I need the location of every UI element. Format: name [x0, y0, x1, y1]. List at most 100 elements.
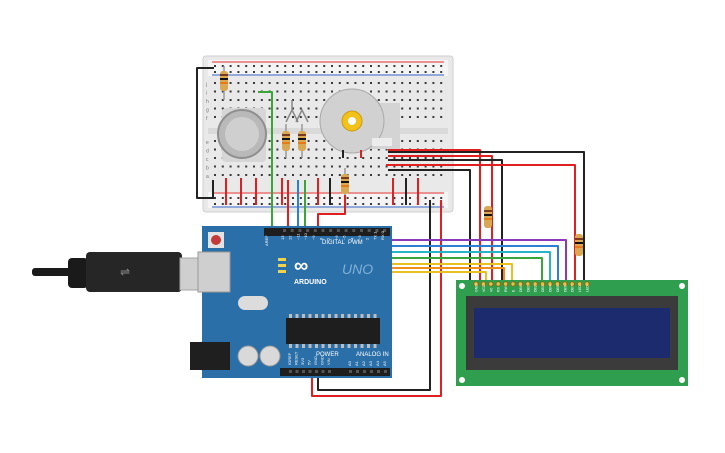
breadboard-hole	[338, 157, 341, 159]
dc-motor-shaft	[348, 117, 356, 125]
wire-cyan-lcd[interactable]	[386, 251, 551, 282]
power-pin-socket[interactable]	[302, 370, 305, 373]
digital-pin-socket[interactable]	[290, 229, 294, 232]
wire-black-lcd-rw[interactable]	[388, 169, 471, 282]
digital-pin-socket[interactable]	[306, 229, 310, 232]
lcd-pin[interactable]	[480, 281, 487, 287]
wire-red-5v[interactable]	[311, 200, 442, 397]
lcd-pin[interactable]	[510, 281, 516, 287]
wire-yellow-lcd[interactable]	[374, 263, 513, 282]
power-pin-socket[interactable]	[308, 370, 312, 373]
gas-sensor[interactable]	[217, 108, 267, 162]
chip-pin	[289, 314, 292, 318]
digital-pin-socket[interactable]	[321, 229, 325, 232]
digital-pin-socket[interactable]	[360, 229, 363, 232]
digital-pin-socket[interactable]	[298, 229, 302, 232]
breadboard-hole	[292, 82, 294, 84]
digital-pin-label: ~11	[295, 233, 300, 240]
lcd-pin-label: RW	[504, 286, 508, 292]
lcd-pin[interactable]	[539, 281, 546, 287]
resistor-r4[interactable]	[341, 168, 349, 200]
wire-green-lcd[interactable]	[380, 257, 543, 282]
transistor[interactable]	[285, 100, 309, 123]
wire-black-lcd-gnd[interactable]	[388, 159, 503, 282]
digital-pin-socket[interactable]	[352, 229, 356, 232]
digital-pin-socket[interactable]	[329, 229, 333, 232]
breadboard-hole	[440, 157, 443, 159]
wire-black-gnd[interactable]	[317, 200, 431, 391]
lcd-pin[interactable]	[584, 281, 590, 287]
resistor-r4-band-2	[341, 181, 349, 183]
breadboard-hole	[362, 197, 365, 199]
breadboard-hole	[424, 140, 427, 142]
lcd-pin[interactable]	[576, 281, 583, 287]
analog-pin-socket[interactable]	[349, 370, 352, 373]
digital-pin-socket[interactable]	[313, 229, 317, 232]
wire-red-lcd-vcc[interactable]	[388, 149, 481, 282]
breadboard-hole	[416, 99, 419, 101]
power-pin-socket[interactable]	[289, 370, 292, 373]
lcd-pin[interactable]	[532, 281, 538, 287]
analog-pin-socket[interactable]	[356, 370, 359, 373]
lcd-hole-tr	[679, 283, 685, 289]
lcd-pin[interactable]	[473, 281, 479, 287]
analog-pin-socket[interactable]	[370, 370, 373, 373]
diode[interactable]	[372, 138, 392, 146]
resistor-lcd-1[interactable]	[484, 206, 492, 228]
breadboard-hole	[268, 65, 271, 67]
digital-pin-socket[interactable]	[367, 229, 371, 232]
resistor-r1[interactable]	[220, 66, 228, 100]
breadboard-hole	[315, 174, 318, 176]
analog-pin-socket[interactable]	[384, 370, 387, 373]
resistor-r3[interactable]	[298, 124, 306, 158]
digital-pin-socket[interactable]	[375, 229, 379, 232]
breadboard-hole	[214, 140, 216, 142]
lcd-pin[interactable]	[517, 281, 524, 287]
wire-purple-lcd[interactable]	[392, 239, 567, 282]
lcd-pin-label: LED	[586, 285, 590, 292]
lcd-pin[interactable]	[554, 281, 561, 287]
breadboard-hole	[214, 71, 216, 73]
lcd-pin[interactable]	[569, 281, 575, 287]
power-pin-socket[interactable]	[321, 370, 325, 373]
usb-cable[interactable]: ⇌	[32, 252, 215, 292]
resistor-r2[interactable]	[282, 124, 290, 158]
lcd-pin[interactable]	[562, 281, 568, 287]
resistor-lcd-2[interactable]	[575, 234, 583, 256]
breadboard-hole	[253, 174, 255, 176]
lcd-hole-br	[679, 377, 685, 383]
lcd-pin[interactable]	[502, 281, 509, 287]
breadboard-hole	[440, 174, 443, 176]
breadboard-hole	[432, 99, 435, 101]
digital-pin-socket[interactable]	[336, 229, 340, 232]
digital-pin-socket[interactable]	[383, 229, 387, 232]
breadboard-hole	[385, 174, 388, 176]
lcd-pin[interactable]	[525, 281, 531, 287]
analog-pin-socket[interactable]	[363, 370, 366, 373]
lcd-pin[interactable]	[495, 281, 501, 287]
breadboard-hole	[416, 140, 419, 142]
digital-pin-socket[interactable]	[283, 229, 286, 232]
breadboard-hole	[440, 90, 443, 93]
power-pin-socket[interactable]	[328, 370, 331, 373]
power-pin-socket[interactable]	[315, 370, 318, 373]
wire-blue-lcd[interactable]	[392, 245, 559, 282]
breadboard-hole	[377, 174, 380, 176]
wire-red-motor[interactable]	[317, 195, 346, 226]
breadboard-hole	[245, 174, 248, 176]
wire-black-left-loop[interactable]	[196, 67, 214, 199]
digital-pin-socket[interactable]	[344, 229, 348, 232]
breadboard-hole	[323, 157, 326, 159]
breadboard-hole	[245, 165, 248, 168]
wire-black-lcd-led[interactable]	[388, 151, 585, 282]
breadboard-hole	[307, 116, 310, 118]
arduino-uno[interactable]: ∞ ARDUINO UNO DIGITAL PWM POWER ANALOG I…	[190, 226, 392, 378]
lcd-pin-label: DB3	[541, 285, 545, 292]
breadboard-hole	[409, 165, 411, 168]
analog-pin-socket[interactable]	[377, 370, 380, 373]
lcd-pin[interactable]	[547, 281, 553, 287]
lcd-pin[interactable]	[488, 281, 494, 287]
power-pin-socket[interactable]	[295, 370, 299, 373]
breadboard-hole	[440, 140, 443, 142]
